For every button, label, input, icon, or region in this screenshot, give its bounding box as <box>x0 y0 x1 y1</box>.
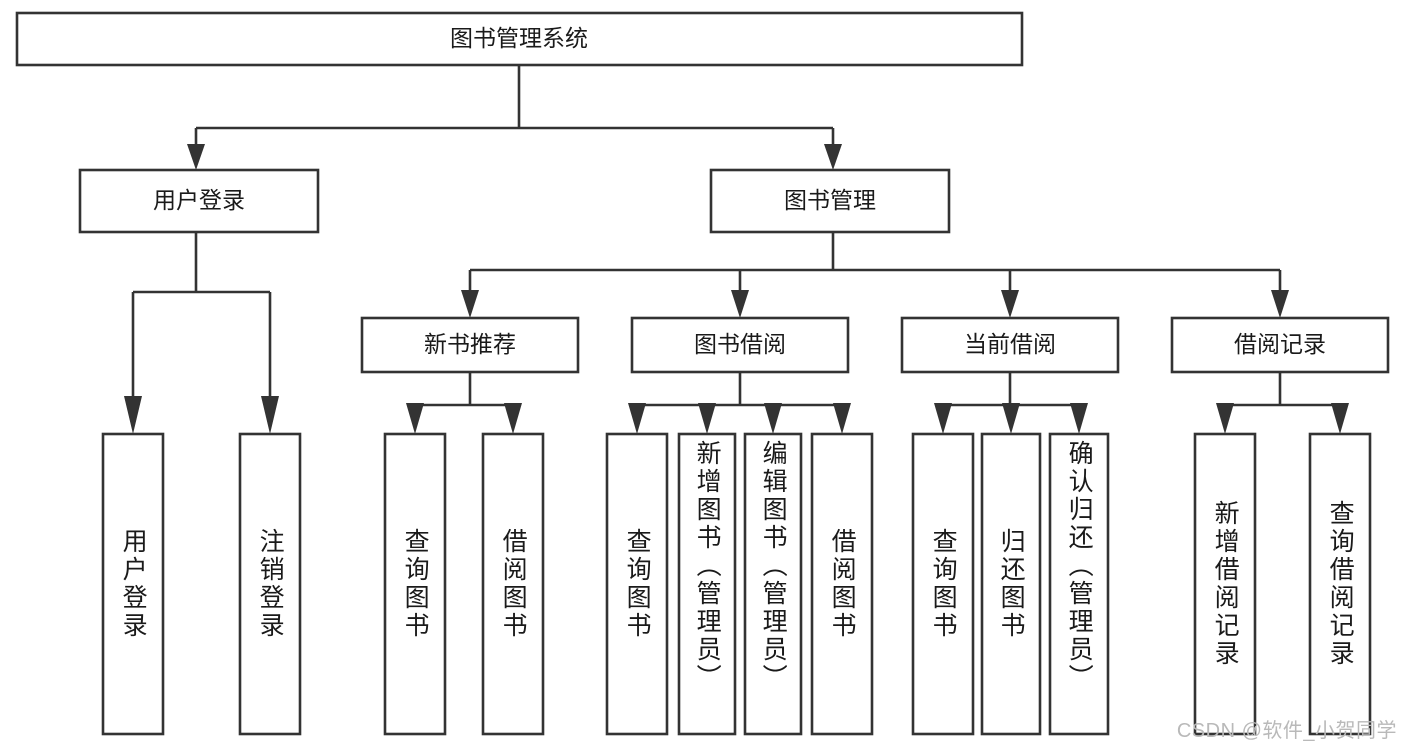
csdn-watermark: CSDN @软件_小贺同学 <box>1176 720 1397 742</box>
arrow-records-leaf-1 <box>1216 403 1234 434</box>
connector-layer <box>124 65 1349 434</box>
node-borrow-records[interactable] <box>1170 316 1390 374</box>
node-current-borrow-label: 当前借阅 <box>964 331 1056 357</box>
node-leaf-borrow-edit-book[interactable] <box>743 432 803 736</box>
arrow-newbook-leaf-1 <box>406 403 424 434</box>
node-user-login-label: 用户登录 <box>153 187 245 213</box>
node-new-book-recommend[interactable] <box>360 316 580 374</box>
arrow-newbook-leaf-2 <box>504 403 522 434</box>
arrow-bookmgmt-to-current-borrow <box>1001 290 1019 318</box>
node-book-borrow[interactable] <box>630 316 850 374</box>
node-leaf-current-confirm-return[interactable] <box>1048 432 1110 736</box>
node-leaf-new-book-borrow[interactable] <box>481 432 545 736</box>
arrow-currentborrow-leaf-1 <box>934 403 952 434</box>
node-root-book-management-system[interactable] <box>15 11 1024 67</box>
node-new-book-recommend-label: 新书推荐 <box>424 331 516 357</box>
arrow-bookborrow-leaf-1 <box>628 403 646 434</box>
node-leaf-current-return[interactable] <box>980 432 1042 736</box>
node-leaf-borrow-add-book[interactable] <box>677 432 737 736</box>
node-borrow-records-label: 借阅记录 <box>1234 331 1326 357</box>
arrow-bookborrow-leaf-4 <box>833 403 851 434</box>
arrow-bookmgmt-to-new-book <box>461 290 479 318</box>
node-book-management-label: 图书管理 <box>784 187 876 213</box>
node-current-borrow[interactable] <box>900 316 1120 374</box>
node-leaf-records-query[interactable] <box>1308 432 1372 736</box>
arrow-records-leaf-2 <box>1331 403 1349 434</box>
node-root-label: 图书管理系统 <box>450 25 588 51</box>
node-leaf-borrow-query[interactable] <box>605 432 669 736</box>
arrow-bookmgmt-to-book-borrow <box>731 290 749 318</box>
arrow-bookborrow-leaf-2 <box>698 403 716 434</box>
arrow-bookborrow-leaf-3 <box>764 403 782 434</box>
node-book-borrow-label: 图书借阅 <box>694 331 786 357</box>
node-leaf-borrow-borrow-book[interactable] <box>810 432 874 736</box>
node-leaf-new-book-query[interactable] <box>383 432 447 736</box>
arrow-userlogin-leaf-2 <box>261 396 279 434</box>
node-leaf-current-query[interactable] <box>911 432 975 736</box>
arrow-currentborrow-leaf-2 <box>1002 403 1020 434</box>
arrow-root-to-user-login <box>187 144 205 170</box>
arrow-currentborrow-leaf-3 <box>1070 403 1088 434</box>
node-layer: 图书管理系统 用户登录 图书管理 新书推荐 图书借阅 当前借阅 借阅记录 <box>15 11 1390 736</box>
node-book-management[interactable] <box>709 168 951 234</box>
arrow-bookmgmt-to-records <box>1271 290 1289 318</box>
node-user-login[interactable] <box>78 168 320 234</box>
arrow-root-to-book-mgmt <box>824 144 842 170</box>
arrow-userlogin-leaf-1 <box>124 396 142 434</box>
node-leaf-user-login-signin[interactable] <box>101 432 165 736</box>
node-leaf-records-add[interactable] <box>1193 432 1257 736</box>
node-leaf-user-login-signout[interactable] <box>238 432 302 736</box>
